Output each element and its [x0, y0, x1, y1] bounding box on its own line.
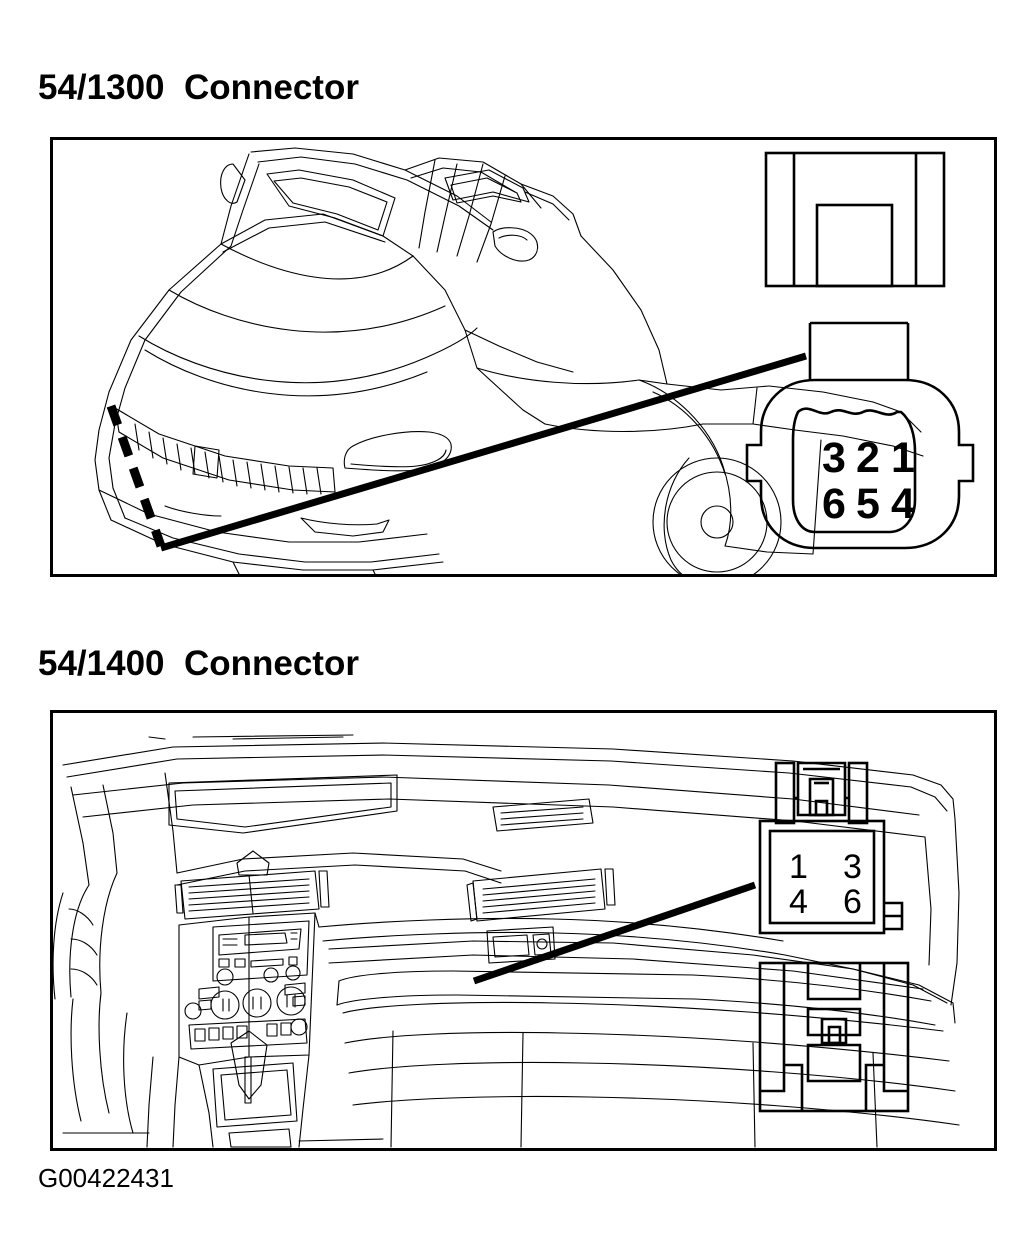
vehicle-interior-dashboard-view	[53, 734, 960, 1148]
panel-2-drawing: 1 3 4 6	[53, 734, 960, 1148]
pin-2-label: 2	[856, 434, 880, 482]
pin-4-label: 4	[891, 480, 915, 528]
pin-3-label: 3	[843, 848, 862, 886]
connector-pin-face-54-1300: 3 2 1 6 5 4	[745, 321, 975, 550]
figure-id-caption: G00422431	[38, 1163, 174, 1193]
pin-6-label: 6	[843, 883, 862, 921]
pointer-line-to-connector	[472, 881, 757, 985]
illustration-panel-54-1300: 3 2 1 6 5 4	[50, 137, 997, 577]
pin-1-label: 1	[891, 434, 915, 482]
section-title-54-1400: 54/1400 Connector	[38, 644, 359, 683]
connector-body-front-view	[764, 151, 946, 288]
pin-4-label: 4	[789, 883, 808, 921]
connector-body-rear-view	[758, 961, 910, 1113]
leader-line-dashed	[106, 404, 166, 548]
pointer-line-to-connector	[160, 352, 807, 552]
vehicle-front-three-quarter-view	[94, 147, 924, 574]
pin-1-label: 1	[789, 848, 808, 886]
pin-5-label: 5	[856, 480, 880, 528]
pin-3-label: 3	[822, 434, 846, 482]
connector-pin-face-54-1400: 1 3 4 6	[758, 761, 904, 935]
pin-6-label: 6	[822, 480, 846, 528]
section-title-54-1300: 54/1300 Connector	[38, 68, 359, 107]
illustration-panel-54-1400: 1 3 4 6	[50, 710, 997, 1151]
panel-1-drawing: 3 2 1 6 5 4	[94, 147, 975, 574]
